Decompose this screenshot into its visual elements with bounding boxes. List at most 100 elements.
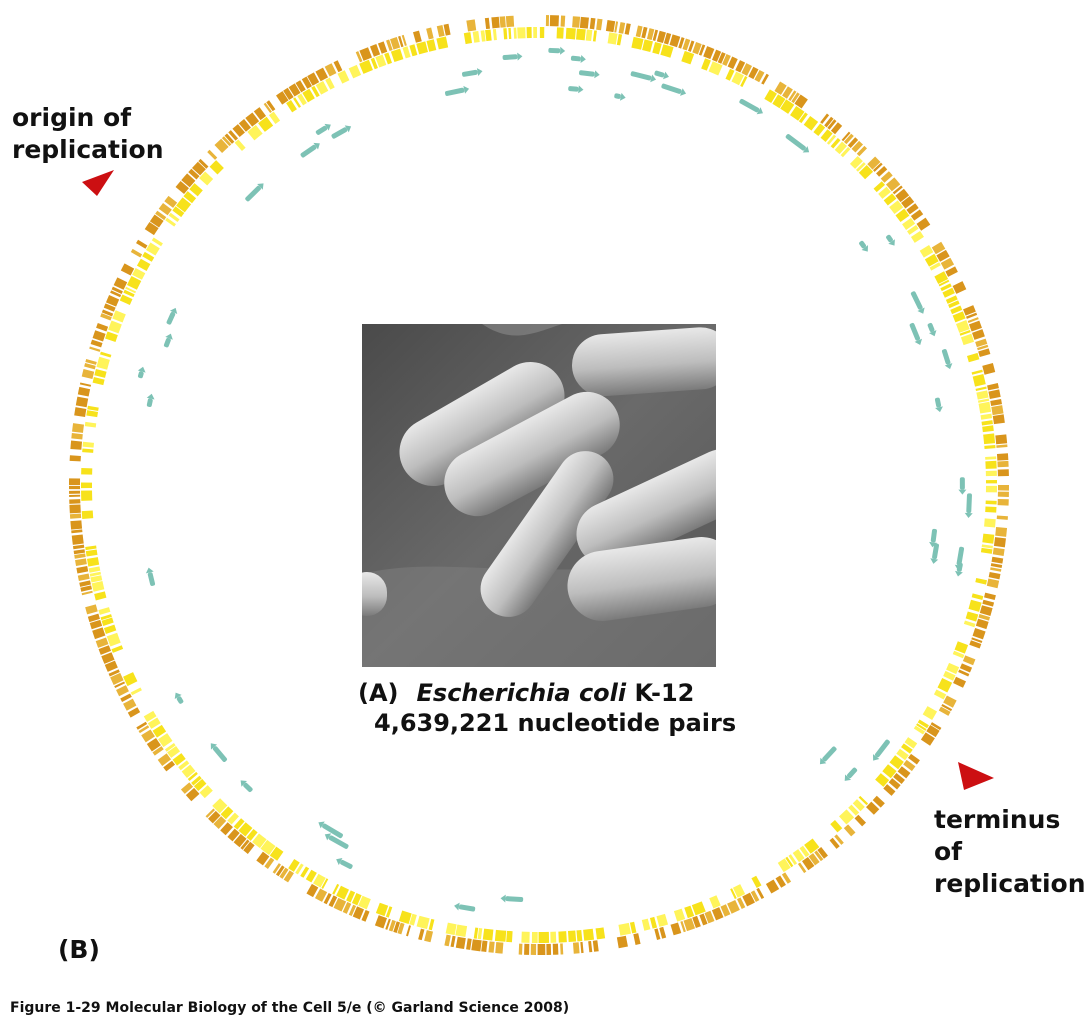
gene-segment <box>108 669 120 677</box>
gene-segment <box>191 775 202 786</box>
gene-segment <box>888 778 901 790</box>
gene-segment <box>95 637 109 648</box>
gene-segment <box>351 893 362 906</box>
gene-segment <box>922 706 938 720</box>
rna-gene-mark <box>910 291 925 314</box>
gene-segment <box>386 39 393 51</box>
gene-segment <box>882 764 897 779</box>
gene-segment <box>332 883 340 895</box>
gene-segment <box>187 771 198 781</box>
gene-segment <box>82 448 94 453</box>
gene-segment <box>624 23 631 35</box>
gene-segment <box>86 557 100 567</box>
gene-segment <box>916 723 927 731</box>
gene-segment <box>829 837 840 849</box>
gene-segment <box>199 171 214 186</box>
gene-segment <box>168 212 180 223</box>
gene-segment <box>123 289 135 298</box>
gene-segment <box>708 61 723 76</box>
gene-segment <box>576 28 586 41</box>
organism-name: Escherichia coli <box>416 679 627 707</box>
gene-segment <box>981 420 993 426</box>
gene-segment <box>193 778 207 792</box>
rna-gene-mark <box>844 767 858 781</box>
gene-segment <box>384 52 392 65</box>
gene-segment <box>69 504 81 514</box>
gene-segment <box>358 895 371 910</box>
gene-segment <box>977 398 990 403</box>
gene-segment <box>990 567 1002 572</box>
gene-segment <box>965 611 979 622</box>
gene-segment <box>699 913 708 926</box>
gene-segment <box>761 73 769 85</box>
gene-segment <box>972 628 986 640</box>
gene-segment <box>948 300 960 309</box>
gene-segment <box>993 537 1006 548</box>
gene-segment <box>252 833 267 849</box>
gene-segment <box>997 498 1009 506</box>
gene-segment <box>165 217 176 227</box>
gene-segment <box>108 320 122 334</box>
gene-segment <box>982 599 995 607</box>
gene-segment <box>101 617 114 626</box>
gene-segment <box>342 902 352 914</box>
gene-segment <box>100 351 112 358</box>
gene-segment <box>892 185 903 195</box>
gene-segment <box>572 16 581 28</box>
gene-segment <box>311 85 320 98</box>
gene-segment <box>491 16 500 29</box>
gene-segment <box>934 271 949 284</box>
gene-segment <box>100 614 112 621</box>
rna-gene-mark <box>315 123 331 135</box>
gene-segment <box>618 22 626 34</box>
gene-segment <box>172 753 186 766</box>
gene-segment <box>105 331 118 343</box>
rna-gene-mark <box>929 528 937 548</box>
gene-segment <box>69 499 81 504</box>
gene-segment <box>631 36 644 50</box>
gene-segment <box>910 230 924 243</box>
gene-segment <box>858 795 869 806</box>
gene-segment <box>266 100 276 112</box>
gene-segment <box>485 29 492 42</box>
rna-gene-mark <box>886 234 895 246</box>
rna-gene-mark <box>661 83 687 96</box>
gene-segment <box>791 92 800 104</box>
rna-gene-mark <box>930 543 940 564</box>
gene-segment <box>81 368 95 379</box>
rna-gene-mark <box>163 333 173 348</box>
gene-segment <box>901 196 915 209</box>
gene-segment <box>991 556 1004 564</box>
gene-segment <box>908 753 920 765</box>
gene-segment <box>85 549 98 557</box>
rna-gene-mark <box>146 393 155 407</box>
gene-segment <box>897 766 911 779</box>
gene-segment <box>463 32 473 45</box>
gene-segment <box>982 362 996 375</box>
gene-segment <box>629 921 637 934</box>
gene-segment <box>959 663 973 673</box>
gene-segment <box>656 913 669 927</box>
gene-segment <box>985 470 997 477</box>
gene-segment <box>100 313 112 321</box>
gene-segment <box>893 772 905 785</box>
gene-segment <box>938 279 950 287</box>
gene-segment <box>946 662 960 675</box>
gene-segment <box>84 363 96 370</box>
gene-segment <box>682 38 691 51</box>
gene-segment <box>875 773 890 787</box>
gene-segment <box>164 742 176 752</box>
gene-segment <box>333 897 347 912</box>
gene-segment <box>385 918 391 930</box>
gene-segment <box>69 485 81 490</box>
gene-segment <box>70 440 83 450</box>
gene-segment <box>984 444 996 450</box>
gene-segment <box>592 30 597 42</box>
gene-segment <box>910 209 924 221</box>
gene-segment <box>188 168 200 180</box>
gene-segment <box>136 721 148 730</box>
gene-segment <box>112 310 126 323</box>
gene-segment <box>531 931 538 943</box>
gene-segment <box>192 161 206 176</box>
gene-segment <box>751 875 762 888</box>
